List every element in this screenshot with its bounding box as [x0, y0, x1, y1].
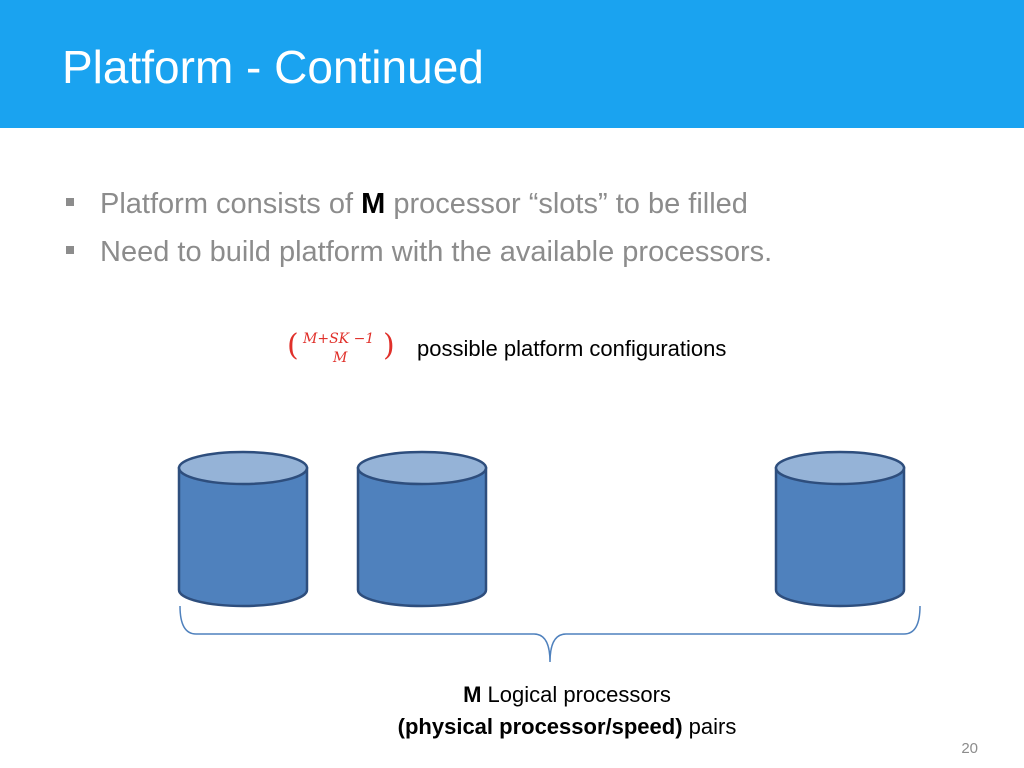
- bullet-square-icon: [66, 198, 74, 206]
- caption-line-1: M Logical processors: [463, 682, 671, 707]
- bullet-text: Need to build platform with the availabl…: [100, 236, 773, 268]
- bullet-square-icon: [66, 246, 74, 254]
- binomial-bottom: M: [333, 350, 348, 366]
- cylinder: [356, 450, 488, 608]
- title-bar: Platform - Continued: [0, 0, 1024, 128]
- slide-title: Platform - Continued: [62, 41, 484, 93]
- binomial-top: M+SK −1: [303, 331, 375, 347]
- cylinder: [774, 450, 906, 608]
- formula-description: possible platform configurations: [417, 336, 727, 361]
- slide-number: 20: [961, 740, 978, 757]
- curly-brace: [179, 605, 921, 663]
- left-paren: (: [287, 328, 299, 363]
- bullet-text: Platform consists of M processor “slots”…: [100, 188, 748, 220]
- caption-line-2: (physical processor/speed) pairs: [397, 714, 737, 739]
- right-paren: ): [383, 328, 395, 363]
- cylinder: [177, 450, 309, 608]
- binomial-formula: ( M+SK −1 M ): [287, 330, 395, 370]
